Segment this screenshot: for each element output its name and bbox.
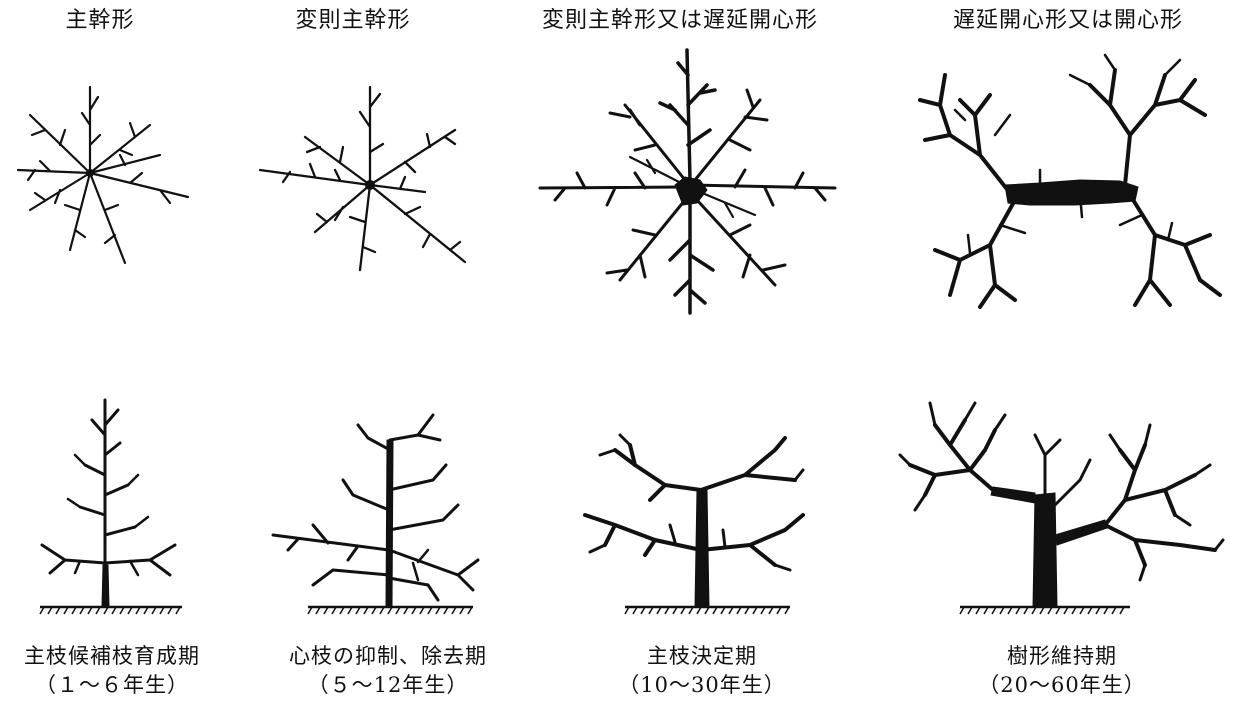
side-view-2 [271,413,480,615]
caption-3-years: （10～30年生） [618,673,786,697]
caption-4-years: （20～60年生） [978,673,1146,697]
plan-2-branches [258,85,467,272]
top-title-2: 変則主幹形 [295,8,411,33]
caption-4: 樹形維持期 （20～60年生） [978,642,1145,700]
side-2-ground [307,605,473,615]
side-3-ground [624,605,790,615]
caption-3-stage: 主枝決定期 [646,644,757,668]
side-4-tree [898,401,1225,608]
caption-2-years: （５～12年生） [307,673,469,697]
plan-view-2 [258,85,467,272]
plan-4-branches [918,53,1222,309]
caption-2: 心枝の抑制、除去期 （５～12年生） [289,642,487,700]
caption-1-stage: 主枝候補枝育成期 [24,644,200,668]
side-view-3 [583,433,805,615]
top-title-1: 主幹形 [65,8,135,33]
plan-view-4 [918,53,1222,309]
top-title-4: 遅延開心形又は開心形 [952,8,1184,33]
side-view-1 [39,398,182,615]
side-4-ground [959,605,1130,615]
caption-1: 主枝候補枝育成期 （１～６年生） [24,642,200,700]
caption-3: 主枝決定期 （10～30年生） [618,642,785,700]
plan-view-3 [538,48,837,315]
top-title-3: 変則主幹形又は遅延開心形 [541,8,819,33]
caption-2-stage: 心枝の抑制、除去期 [289,644,487,668]
side-2-tree [271,413,480,608]
plan-view-1 [16,85,190,265]
side-view-4 [898,401,1225,615]
side-1-ground [39,605,182,615]
side-1-tree [40,398,177,608]
plan-1-branches [16,85,190,265]
side-3-tree [583,433,805,608]
plan-3-branches [538,48,837,315]
caption-4-stage: 樹形維持期 [1006,644,1117,668]
caption-1-years: （１～６年生） [35,673,189,697]
